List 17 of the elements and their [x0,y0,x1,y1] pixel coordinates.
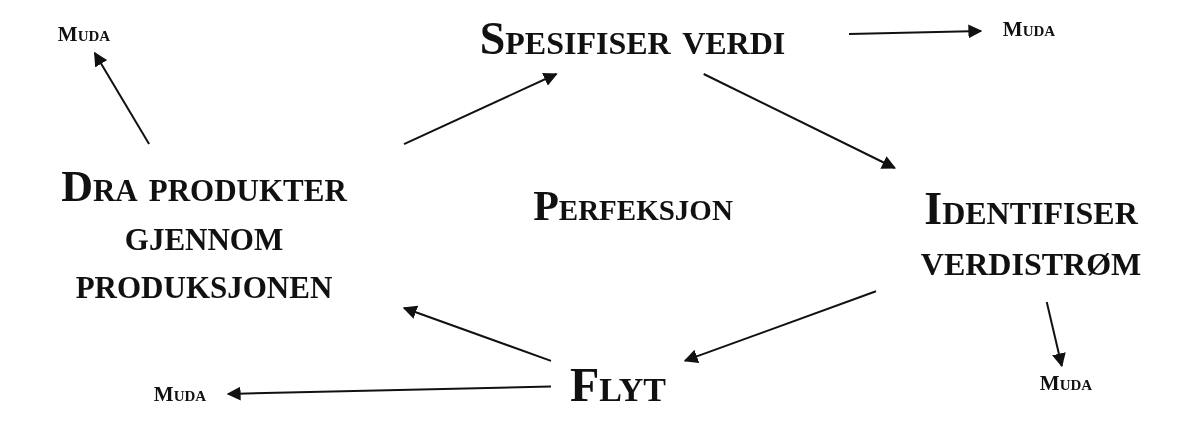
step-text: Dra produkter gjennom produksjonen [8,148,400,324]
arrow [403,72,558,146]
arrow [848,24,983,39]
step-text: Muda [40,21,128,49]
step-text: Identifiser verdistrøm [880,172,1182,298]
arrow [226,385,552,401]
step-text: Flyt [555,355,681,415]
center-label: Perfeksjon [532,182,734,230]
step-text: Muda [985,16,1073,44]
arrow [683,290,877,363]
arrow [402,305,552,362]
step-text: Muda [136,381,224,409]
step-text: Muda [1022,370,1110,398]
arrow [702,73,897,169]
arrow [1045,301,1066,368]
arrow [93,51,151,145]
step-text: Spesifiser verdi [420,8,845,70]
